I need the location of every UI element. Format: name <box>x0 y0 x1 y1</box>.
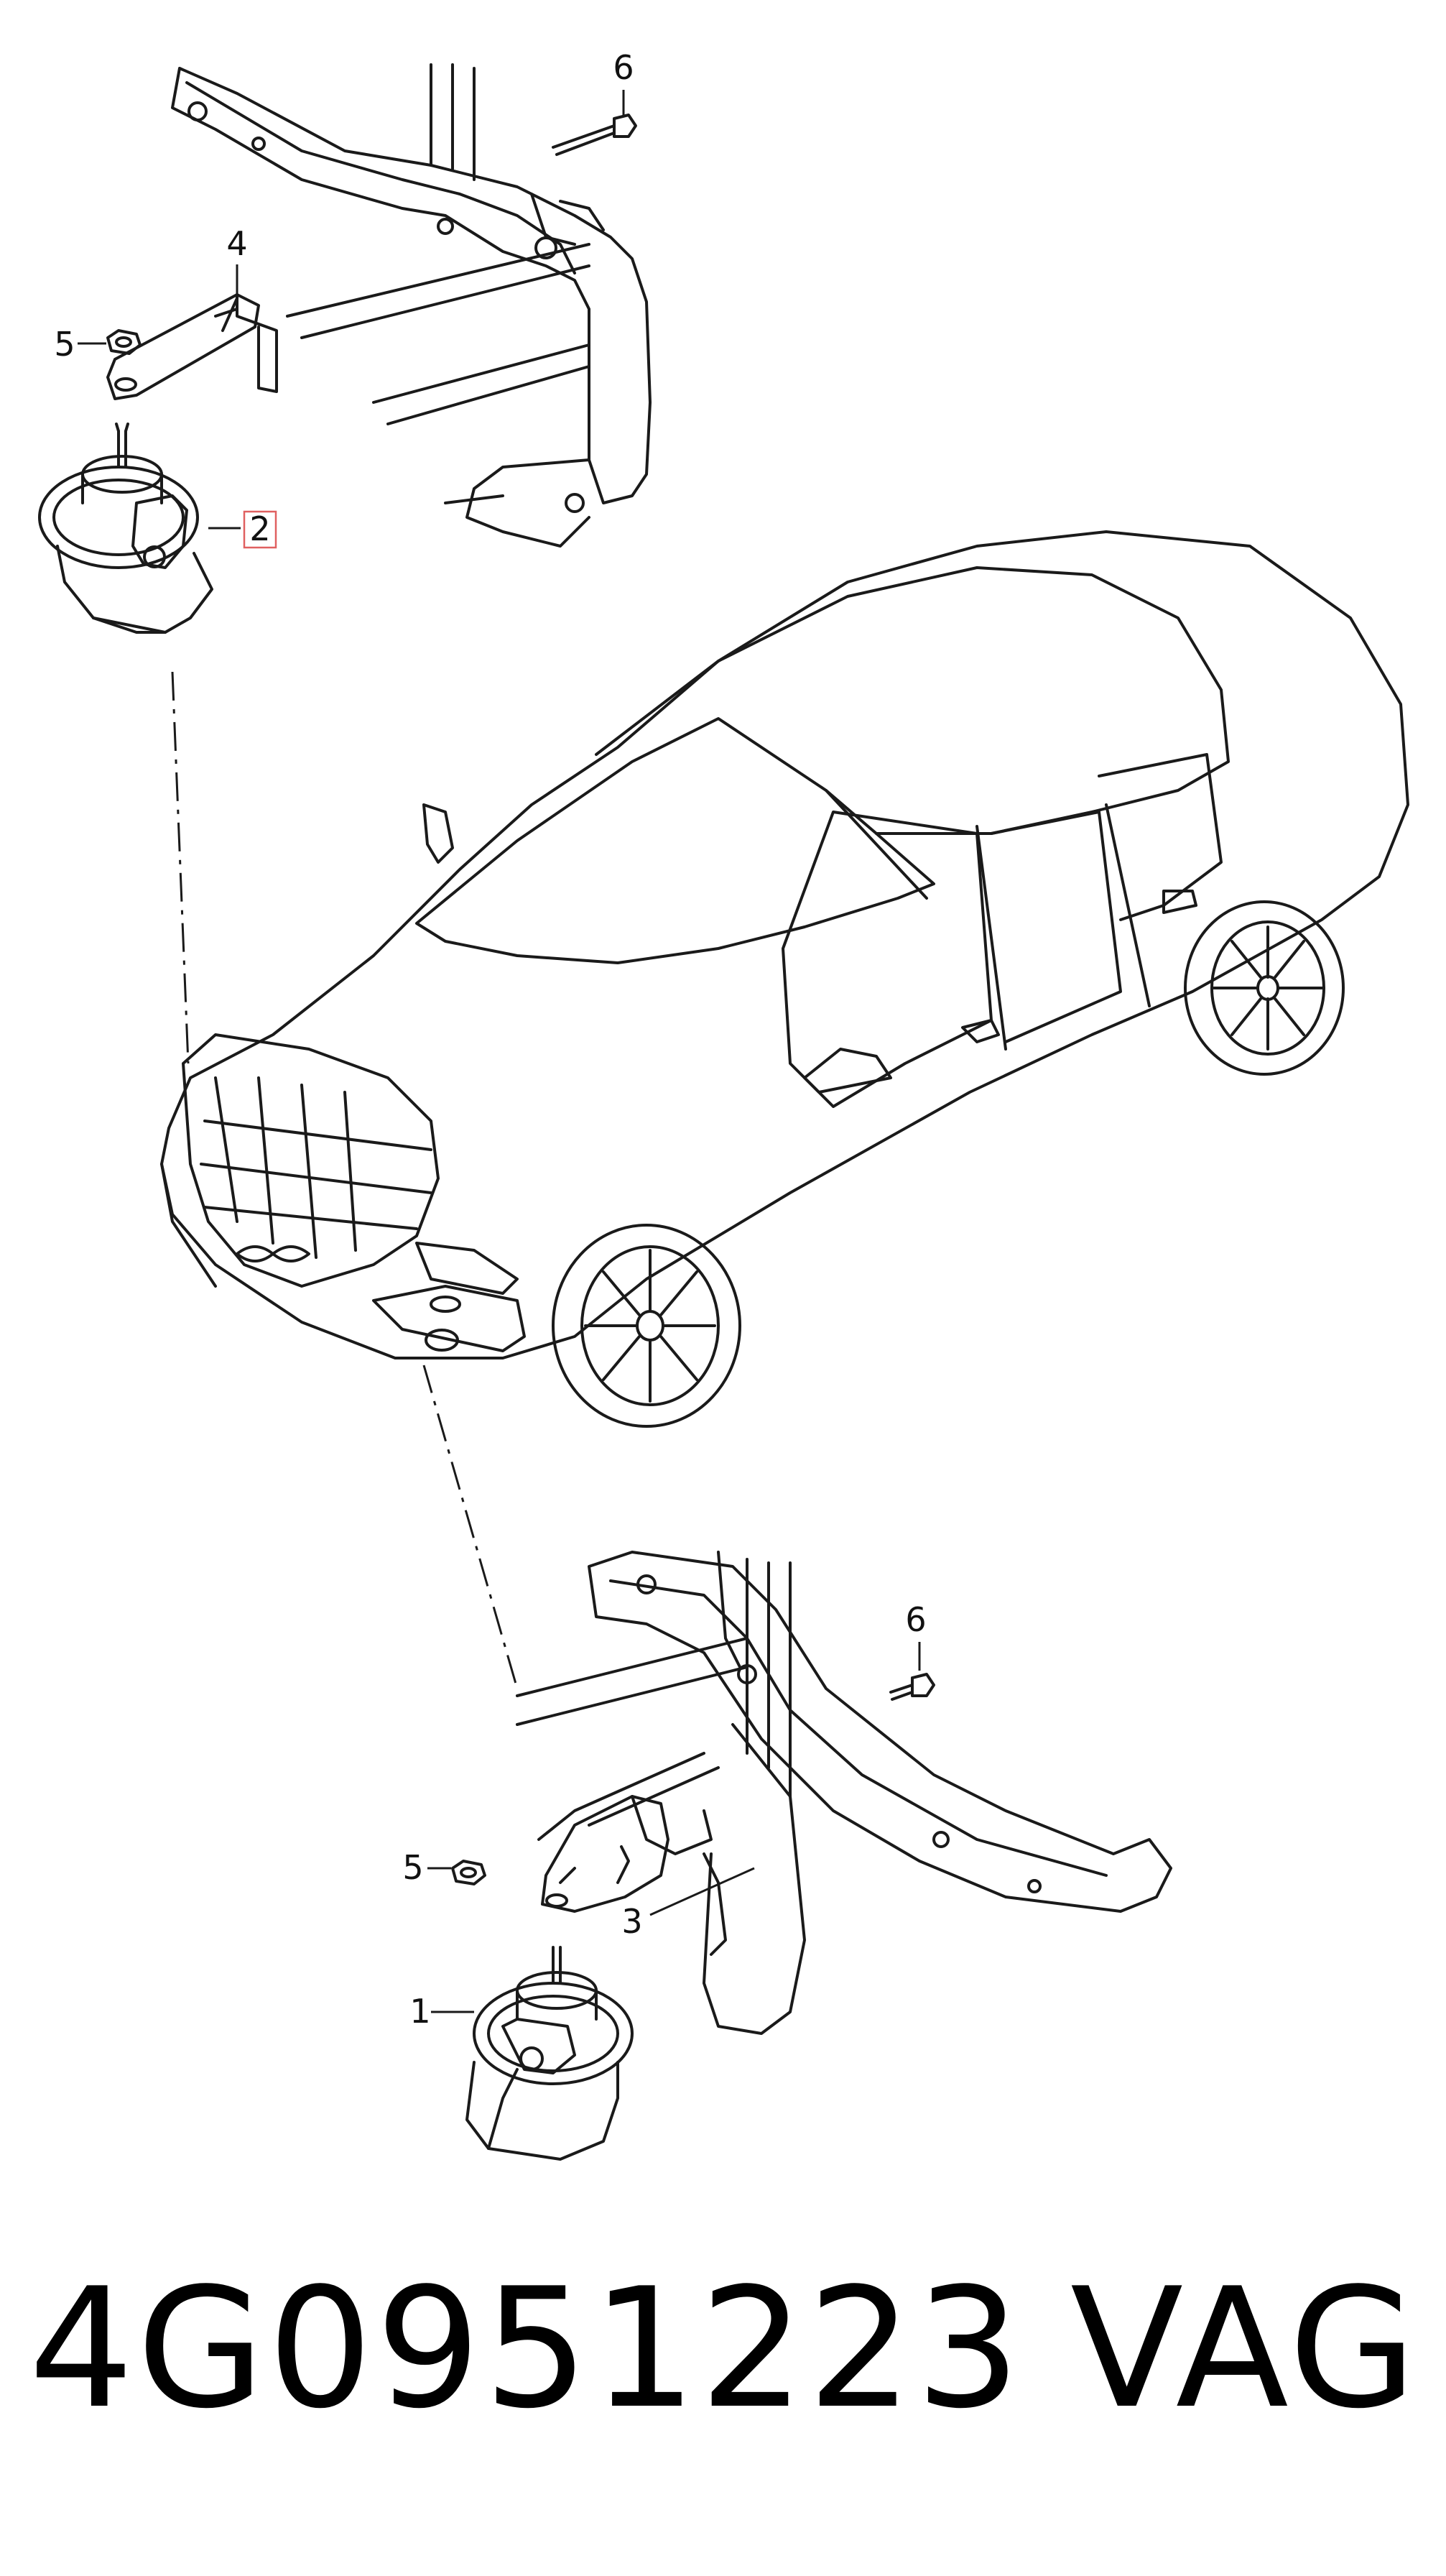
callout-5-top: 5 <box>54 325 75 364</box>
bolt-upper <box>552 114 637 156</box>
upper-frame <box>171 63 652 548</box>
bracket-upper <box>106 293 278 400</box>
nut-upper <box>106 329 142 355</box>
connection-lines <box>171 671 519 1689</box>
callout-2-highlight-box <box>243 510 277 549</box>
horn-lower <box>465 1946 634 2161</box>
callout-3: 3 <box>621 1902 642 1941</box>
nut-lower <box>451 1860 486 1885</box>
horn-upper <box>38 423 213 634</box>
callout-4: 4 <box>226 224 247 263</box>
car <box>160 530 1409 1428</box>
bracket-lower <box>541 1795 713 1913</box>
lower-frame <box>516 1551 1172 2035</box>
callout-6-top: 6 <box>613 48 634 87</box>
brand-label: VAG <box>1070 2253 1420 2445</box>
callout-1: 1 <box>409 1992 430 2031</box>
part-number-label: 4G0951223 <box>29 2253 1024 2445</box>
bolt-lower <box>889 1673 935 1701</box>
callout-6-bottom: 6 <box>905 1600 926 1639</box>
callouts: 6 4 5 2 6 5 3 1 <box>54 48 926 2031</box>
leader-lines <box>78 90 921 2013</box>
callout-5-bottom: 5 <box>402 1848 423 1887</box>
callout-2: 2 <box>249 509 270 548</box>
